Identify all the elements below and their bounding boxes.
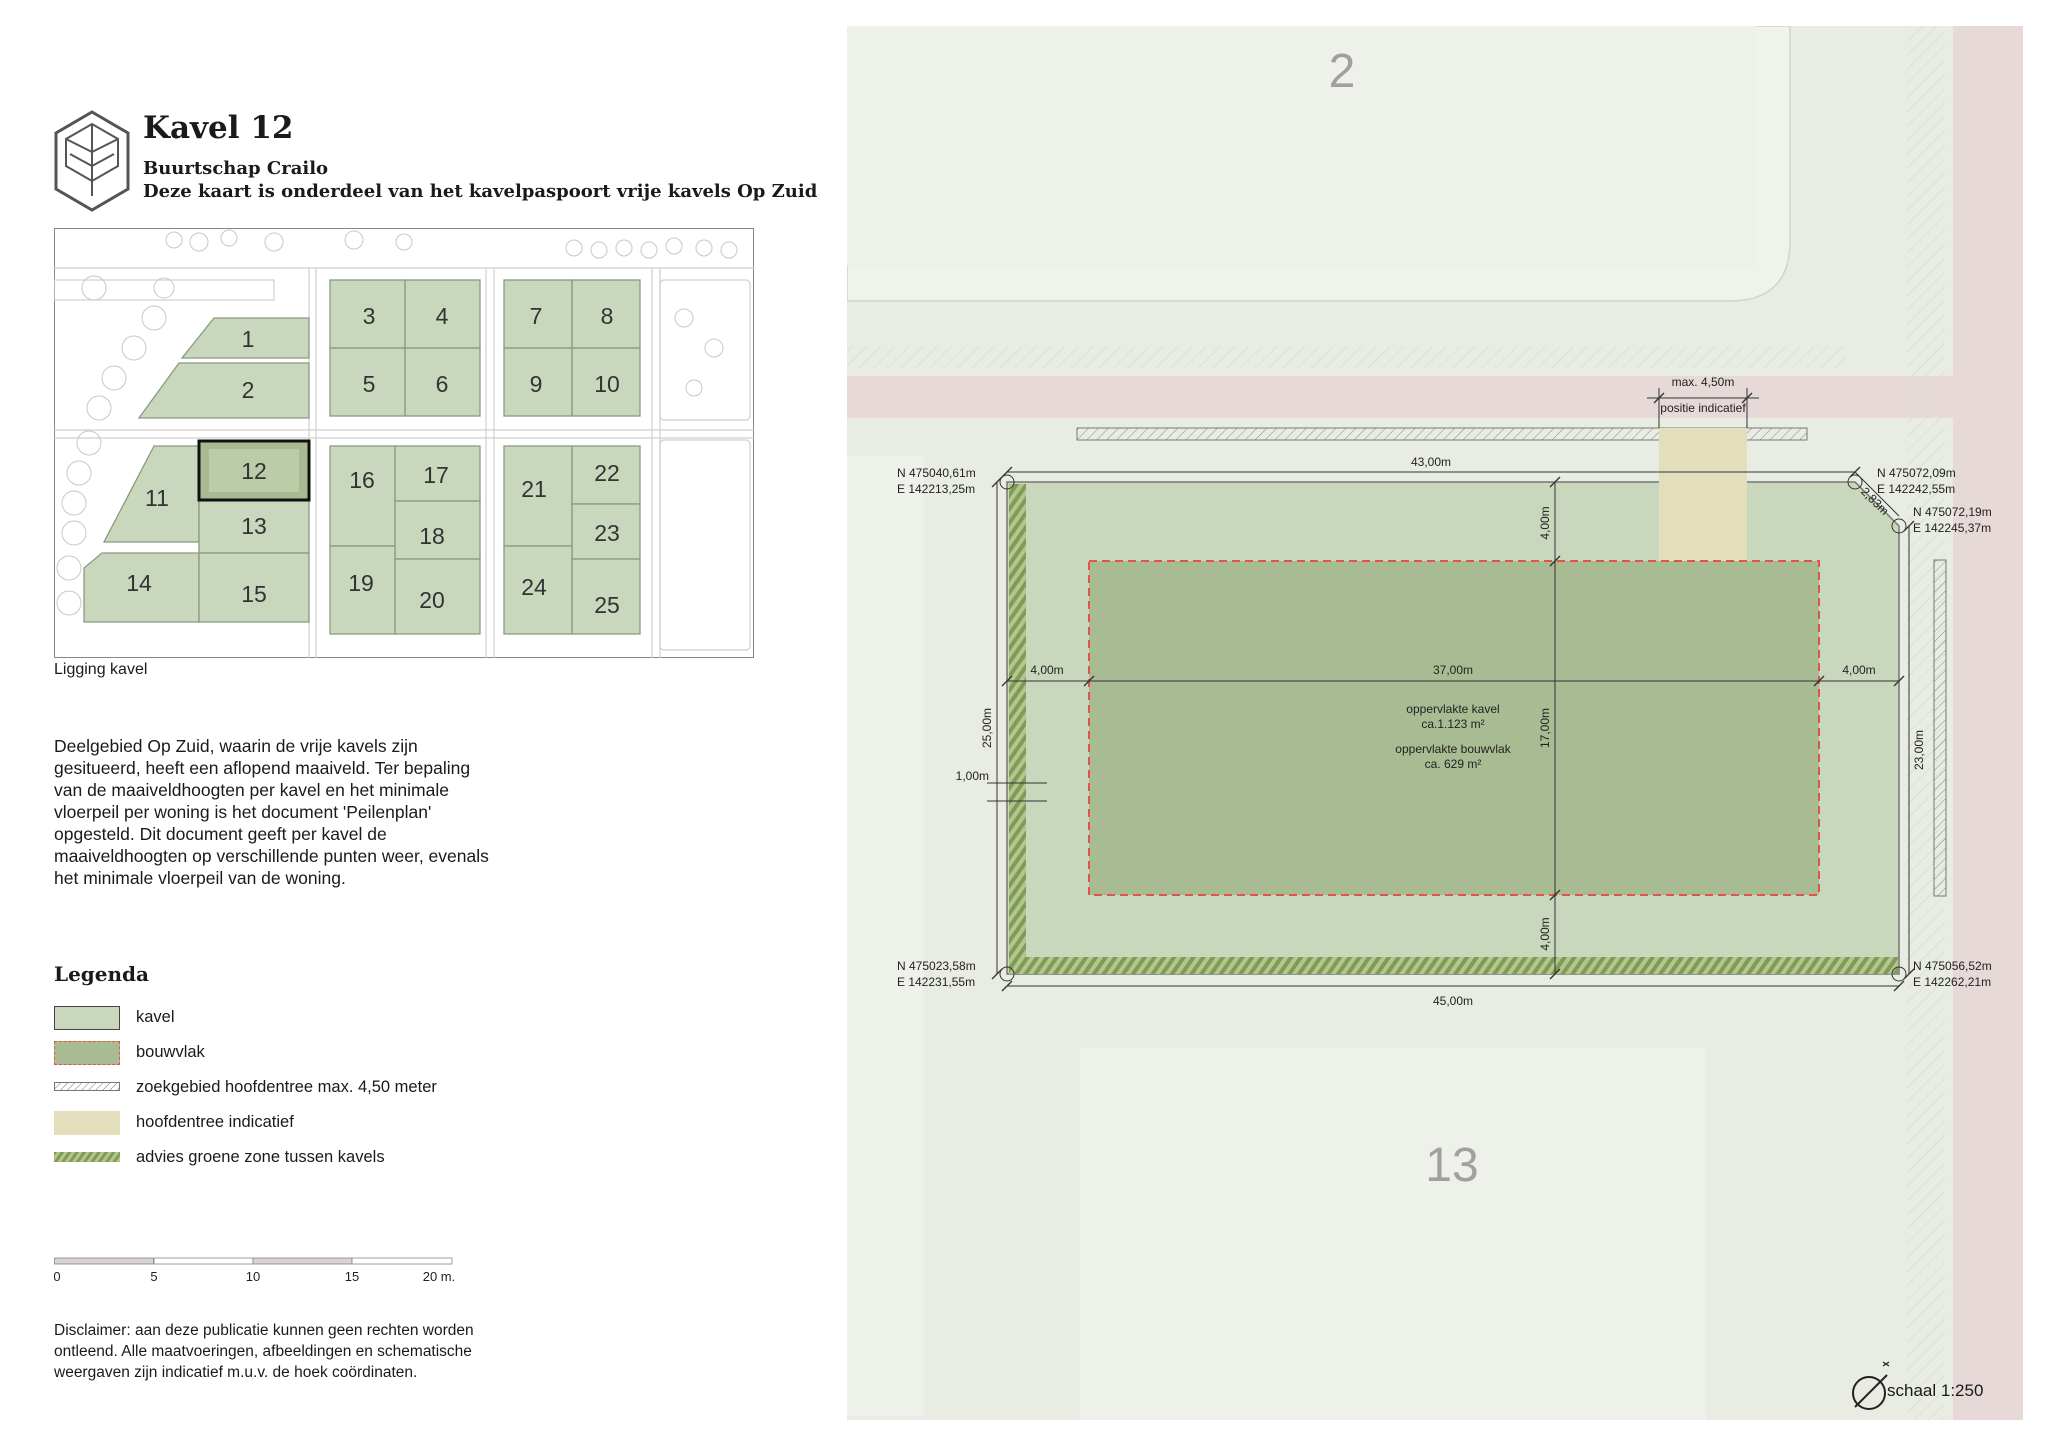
scale-tick: 20 m. (423, 1269, 454, 1284)
plot-number: 5 (363, 371, 376, 397)
coordinate-label: N 475023,58m (897, 959, 976, 973)
coordinate-label: E 142213,25m (897, 482, 975, 496)
dimension-label: 4,00m (1538, 917, 1552, 950)
plot-number: 6 (436, 371, 449, 397)
location-map: 1 2 3 4 5 6 7 8 9 10 11 12 13 14 15 16 1… (54, 228, 754, 658)
plot-number: 9 (530, 371, 543, 397)
description-text: Deelgebied Op Zuid, waarin de vrije kave… (54, 736, 489, 888)
coordinate-label: N 475056,52m (1913, 959, 1992, 973)
plot-number: 1 (242, 326, 255, 352)
scale-tick: 5 (150, 1269, 157, 1284)
coordinate-label: N 475040,61m (897, 466, 976, 480)
dimension-label: max. 4,50m (1672, 375, 1735, 389)
plot-number: 7 (530, 303, 543, 329)
plot-number: 11 (145, 485, 169, 511)
green-zone-left (1009, 484, 1026, 974)
page-title: Kavel 12 (143, 110, 294, 146)
plot-number: 20 (419, 587, 445, 613)
coordinate-label: E 142231,55m (897, 975, 975, 989)
scale-tick: 10 (246, 1269, 260, 1284)
plot-number: 3 (363, 303, 376, 329)
plot-plan: 2 13 (847, 26, 2023, 1420)
dimension-label: 1,00m (956, 769, 989, 783)
dimension-label: 4,00m (1842, 663, 1875, 677)
legend-swatch (54, 1152, 120, 1162)
neighbor-plot-label: 2 (1329, 45, 1356, 98)
neighbor-plot-label: 13 (1425, 1139, 1478, 1192)
dimension-label: 17,00m (1538, 708, 1552, 748)
legend-swatch (54, 1111, 120, 1135)
area-value: ca.1.123 m² (1421, 717, 1484, 731)
scale-label: schaal 1:250 (1887, 1381, 1984, 1400)
plot-number: 4 (436, 303, 449, 329)
area-label: oppervlakte bouwvlak (1395, 742, 1511, 756)
legend-swatch (54, 1082, 120, 1091)
dimension-label: 4,00m (1030, 663, 1063, 677)
dimension-label: 4,00m (1538, 506, 1552, 539)
scale-bar: 0 5 10 15 20 m. (54, 1257, 454, 1284)
coordinate-label: E 142245,37m (1913, 521, 1991, 535)
dimension-label: 45,00m (1433, 994, 1473, 1008)
legend-label: zoekgebied hoofdentree max. 4,50 meter (136, 1078, 437, 1096)
plot-number: 8 (601, 303, 614, 329)
plot-number: 21 (521, 476, 547, 502)
location-caption: Ligging kavel (54, 661, 148, 678)
legend-label: hoofdentree indicatief (136, 1113, 294, 1131)
dimension-label: positie indicatief (1660, 401, 1746, 415)
page-subtitle: Buurtschap Crailo (143, 158, 329, 179)
plot-number: 13 (241, 513, 267, 539)
plot-number: 18 (419, 523, 445, 549)
legend-title: Legenda (54, 962, 149, 986)
disclaimer-text: Disclaimer: aan deze publicatie kunnen g… (54, 1322, 474, 1381)
green-zone-bottom (1009, 957, 1898, 974)
plot-number: 25 (594, 592, 620, 618)
area-value: ca. 629 m² (1425, 757, 1482, 771)
coordinate-label: N 475072,09m (1877, 466, 1956, 480)
legend-swatch (54, 1041, 120, 1065)
page-subtitle-2: Deze kaart is onderdeel van het kavelpas… (143, 181, 818, 202)
search-area-entrance-side (1933, 559, 1947, 897)
dimension-label: 23,00m (1912, 730, 1926, 770)
coordinate-label: E 142262,21m (1913, 975, 1991, 989)
area-label: oppervlakte kavel (1406, 702, 1499, 716)
plot-number: 19 (348, 570, 374, 596)
plot-number: 12 (241, 458, 267, 484)
legend-label: bouwvlak (136, 1043, 205, 1061)
plot-number: 17 (423, 462, 449, 488)
search-area-entrance (1076, 427, 1808, 441)
dimension-label: 43,00m (1411, 455, 1451, 469)
dimension-label: 25,00m (980, 708, 994, 748)
legend-label: kavel (136, 1008, 175, 1026)
plot-number: 24 (521, 574, 547, 600)
legend-label: advies groene zone tussen kavels (136, 1148, 385, 1166)
plot-number: 10 (594, 371, 620, 397)
dimension-label: 37,00m (1433, 663, 1473, 677)
legend-swatch (54, 1006, 120, 1030)
plot-number: 15 (241, 581, 267, 607)
scale-tick: 0 (54, 1269, 61, 1284)
plot-number: 22 (594, 460, 620, 486)
build-area (1088, 560, 1820, 896)
north-arrow-icon (1852, 1361, 1890, 1410)
entrance-indicative (1659, 428, 1747, 561)
plot-number: 16 (349, 467, 375, 493)
plot-number: 23 (594, 520, 620, 546)
plot-number: 2 (242, 377, 255, 403)
crailo-logo (54, 110, 130, 212)
coordinate-label: N 475072,19m (1913, 505, 1992, 519)
coordinate-label: E 142242,55m (1877, 482, 1955, 496)
plot-number: 14 (126, 570, 152, 596)
scale-tick: 15 (345, 1269, 359, 1284)
